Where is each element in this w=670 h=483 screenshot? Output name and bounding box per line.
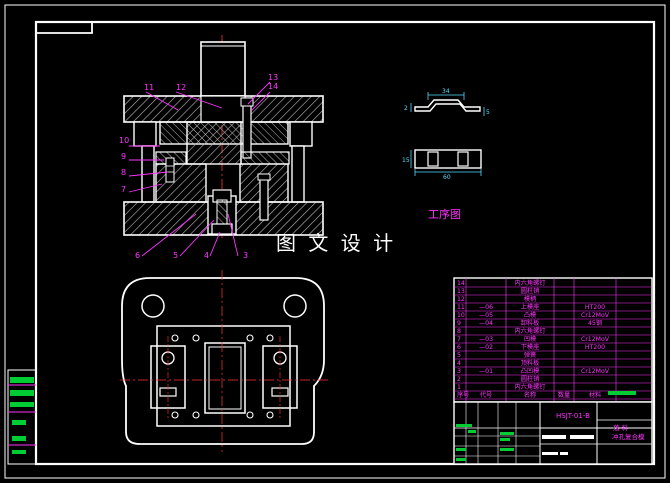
bom-cell-code: 代号 [480, 391, 492, 399]
bom-cell-code: —01 [479, 368, 493, 375]
lower-die-plan-view [120, 270, 330, 452]
bom-cell-no: 4 [457, 360, 461, 367]
dim-plan-height: 15 [402, 157, 410, 164]
bom-cell-code: —03 [479, 336, 493, 343]
female-die [155, 163, 207, 203]
process-drawing: 34 2 5 60 15 工序图 [402, 88, 490, 221]
bom-cell-code: —05 [479, 312, 493, 319]
part-number-labels: 11 12 13 14 10 9 8 7 6 5 4 3 [119, 73, 278, 260]
drawing-name-line2: 冲孔复合模 [612, 432, 645, 441]
bom-cell-name: 上模座 [521, 303, 540, 311]
bom-cell-name: 内六角螺钉 [515, 327, 546, 335]
bom-cell-no: 1 [457, 384, 461, 391]
part-label-4: 4 [204, 251, 209, 260]
bom-cell-name: 弹簧 [524, 351, 536, 359]
part-label-6: 6 [135, 251, 140, 260]
part-label-7: 7 [121, 185, 126, 194]
part-label-12: 12 [176, 83, 186, 92]
bom-cell-name: 模柄 [524, 295, 536, 303]
bom-cell-no: 序号 [457, 391, 469, 399]
bom-cell-material: Cr12MoV [581, 312, 610, 319]
drawing-frame [4, 4, 666, 479]
bom-cell-no: 11 [457, 304, 465, 311]
part-label-14: 14 [268, 82, 278, 91]
bom-cell-no: 7 [457, 336, 461, 343]
bom-cell-no: 6 [457, 344, 461, 351]
bom-cell-no: 10 [457, 312, 465, 319]
drawing-name-line1: 落 料 [613, 423, 629, 432]
bom-cell-no: 14 [457, 280, 465, 287]
bom-cell-material: HT200 [585, 344, 605, 351]
bom-cell-qty: 数量 [558, 391, 570, 399]
assembly-section-view [123, 35, 324, 257]
bom-cell-name: 内六角螺钉 [515, 383, 546, 391]
bom-cell-no: 2 [457, 376, 461, 383]
bom-cell-no: 12 [457, 296, 465, 303]
bom-cell-code: —06 [479, 304, 493, 311]
part-label-9: 9 [121, 152, 126, 161]
part-label-13: 13 [268, 73, 278, 82]
bom-cell-code: —02 [479, 344, 493, 351]
bom-cell-name: 圆柱销 [521, 375, 540, 383]
dim-right-height: 5 [486, 109, 490, 116]
bom-cell-name: 内六角螺钉 [515, 279, 546, 287]
bom-cell-name: 凸模 [524, 311, 536, 319]
title-block: HSJT-01-B 落 料 冲孔复合模 [453, 391, 653, 465]
bom-cell-name: 凹模 [524, 335, 536, 343]
drawing-number: HSJT-01-B [556, 412, 590, 420]
bom-cell-name: 顶料板 [521, 359, 540, 367]
die-shank [200, 41, 246, 97]
bom-cell-code: —04 [479, 320, 493, 327]
bom-cell-name: 凸凹模 [521, 367, 540, 375]
bom-cell-material: Cr12MoV [581, 336, 610, 343]
bom-cell-no: 9 [457, 320, 461, 327]
bom-cell-name: 圆柱销 [521, 287, 540, 295]
bom-cell-material: HT200 [585, 304, 605, 311]
part-label-8: 8 [121, 168, 126, 177]
bom-cell-name: 卸料板 [521, 319, 540, 327]
bom-cell-name: 名称 [524, 391, 536, 399]
left-stamp-table [7, 369, 37, 465]
bom-cell-material: 45钢 [588, 319, 602, 327]
bom-cell-no: 3 [457, 368, 461, 375]
dim-left-height: 2 [404, 105, 408, 112]
part-label-10: 10 [119, 136, 129, 145]
bom-cell-no: 13 [457, 288, 465, 295]
part-label-3: 3 [243, 251, 248, 260]
watermark: 图 文 设 计 [276, 231, 396, 255]
part-label-11: 11 [144, 83, 154, 92]
bom-cell-no: 8 [457, 328, 461, 335]
bom-cell-material: Cr12MoV [581, 368, 610, 375]
bom-cell-no: 5 [457, 352, 461, 359]
process-drawing-title: 工序图 [428, 207, 461, 221]
dim-plan-width: 60 [443, 174, 451, 181]
part-label-5: 5 [173, 251, 178, 260]
bom-cell-name: 下模座 [521, 343, 540, 351]
dim-top-width: 34 [442, 88, 450, 95]
bom-cell-material: 材料 [589, 391, 601, 399]
